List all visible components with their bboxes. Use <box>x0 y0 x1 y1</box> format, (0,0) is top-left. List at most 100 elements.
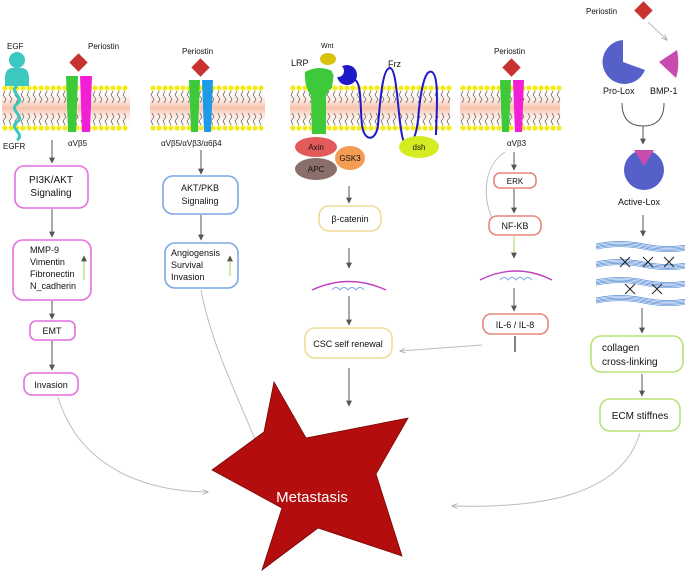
lipid-tail <box>490 112 495 126</box>
lipid-tail <box>240 112 245 126</box>
lipid-tail <box>20 112 25 126</box>
outcome-invasion: Invasion <box>171 272 205 282</box>
metastasis-label: Metastasis <box>276 489 348 506</box>
lipid-head <box>116 125 122 131</box>
collagen-strand <box>595 279 685 286</box>
periostin-label-2: Periostin <box>182 47 213 56</box>
collagen-strand <box>595 278 685 285</box>
lipid-head <box>26 125 32 131</box>
lipid-head <box>422 85 428 91</box>
lipid-head <box>368 125 374 131</box>
lipid-tail <box>104 90 109 104</box>
lipid-head <box>210 125 216 131</box>
lipid-tail <box>228 112 233 126</box>
lipid-head <box>556 125 562 131</box>
lipid-head <box>50 85 56 91</box>
lipid-tail <box>32 90 37 104</box>
lipid-tail <box>110 112 115 126</box>
lipid-head <box>20 85 26 91</box>
lipid-head <box>20 125 26 131</box>
lipid-head <box>44 85 50 91</box>
lipid-head <box>122 85 128 91</box>
membrane-band-0 <box>2 88 130 128</box>
lipid-tail <box>484 112 489 126</box>
lipid-head <box>302 85 308 91</box>
lipid-tail <box>344 112 349 126</box>
lipid-tail <box>296 90 301 104</box>
collagen-strand <box>595 300 685 307</box>
lipid-head <box>252 85 258 91</box>
lipid-tail <box>326 90 331 104</box>
lipid-tail <box>362 112 367 126</box>
lipid-head <box>246 125 252 131</box>
lipid-tail <box>472 112 477 126</box>
lipid-head <box>240 125 246 131</box>
ecm-label: ECM stiffnes <box>612 411 669 422</box>
arrow-periostin-to-bmp1 <box>647 21 667 40</box>
lipid-head <box>472 125 478 131</box>
bmp1-label: BMP-1 <box>650 86 678 96</box>
crosslink-icon <box>651 283 663 295</box>
bmp1-icon <box>659 50 679 78</box>
collagen-strand <box>595 264 685 271</box>
invasion-box-1 <box>23 372 79 396</box>
emt-label: EMT <box>43 326 63 336</box>
integrin-beta-icon <box>80 76 92 132</box>
lipid-tail <box>532 112 537 126</box>
lipid-head <box>26 85 32 91</box>
lipid-head <box>8 125 14 131</box>
lipid-tail <box>460 112 465 126</box>
lipid-head <box>104 125 110 131</box>
lipid-tail <box>338 90 343 104</box>
lipid-head <box>50 125 56 131</box>
lipid-tail <box>532 90 537 104</box>
lipid-tail <box>216 112 221 126</box>
beta-catenin-label: β-catenin <box>331 214 368 224</box>
active-lox-label: Active-Lox <box>618 197 661 207</box>
lipid-tail <box>104 112 109 126</box>
lipid-head <box>490 85 496 91</box>
marker-fibronectin: Fibronectin <box>30 269 75 279</box>
lipid-tail <box>186 112 191 126</box>
crosslinking-label: cross-linking <box>602 357 658 368</box>
lipid-tail <box>44 112 49 126</box>
outcome-angiogenesis: Angiogensis <box>171 248 221 258</box>
lipid-tail <box>374 112 379 126</box>
lipid-head <box>410 85 416 91</box>
lipid-head <box>62 125 68 131</box>
csc-box <box>304 327 393 359</box>
integrin-label-2: αVβ5/αVβ3/α6β4 <box>161 139 222 148</box>
erk-label: ERK <box>507 177 524 186</box>
lipid-tail <box>20 90 25 104</box>
lipid-head <box>446 125 452 131</box>
lipid-tail <box>410 90 415 104</box>
lipid-head <box>234 125 240 131</box>
emt-markers-box <box>12 239 92 301</box>
lipid-tail <box>150 90 155 104</box>
lipid-tail <box>44 90 49 104</box>
lipid-head <box>332 125 338 131</box>
lipid-head <box>116 85 122 91</box>
lipid-tail <box>162 112 167 126</box>
lipid-tail <box>38 90 43 104</box>
lipid-tail <box>198 112 203 126</box>
lipid-head <box>362 85 368 91</box>
lipid-head <box>168 125 174 131</box>
lipid-tail <box>326 112 331 126</box>
lipid-tail <box>26 90 31 104</box>
crosslink-icon <box>619 256 631 268</box>
akt-pkb-pathway: Periostin αVβ5/αVβ3/α6β4 AKT/PKB Signali… <box>161 47 263 460</box>
lipid-tail <box>446 112 451 126</box>
periostin-icon-4 <box>502 58 521 77</box>
akt-label: AKT/PKB <box>181 183 219 193</box>
nfkb-label: NF-KB <box>502 221 529 231</box>
lipid-tail <box>404 112 409 126</box>
gsk3-label: GSK3 <box>339 154 361 163</box>
il6-il8-box <box>482 313 549 335</box>
lipid-head <box>92 85 98 91</box>
lipid-tail <box>422 90 427 104</box>
lipid-head <box>252 125 258 131</box>
collagen-strand <box>595 297 685 304</box>
lipid-head <box>544 85 550 91</box>
lipid-tail <box>156 112 161 126</box>
